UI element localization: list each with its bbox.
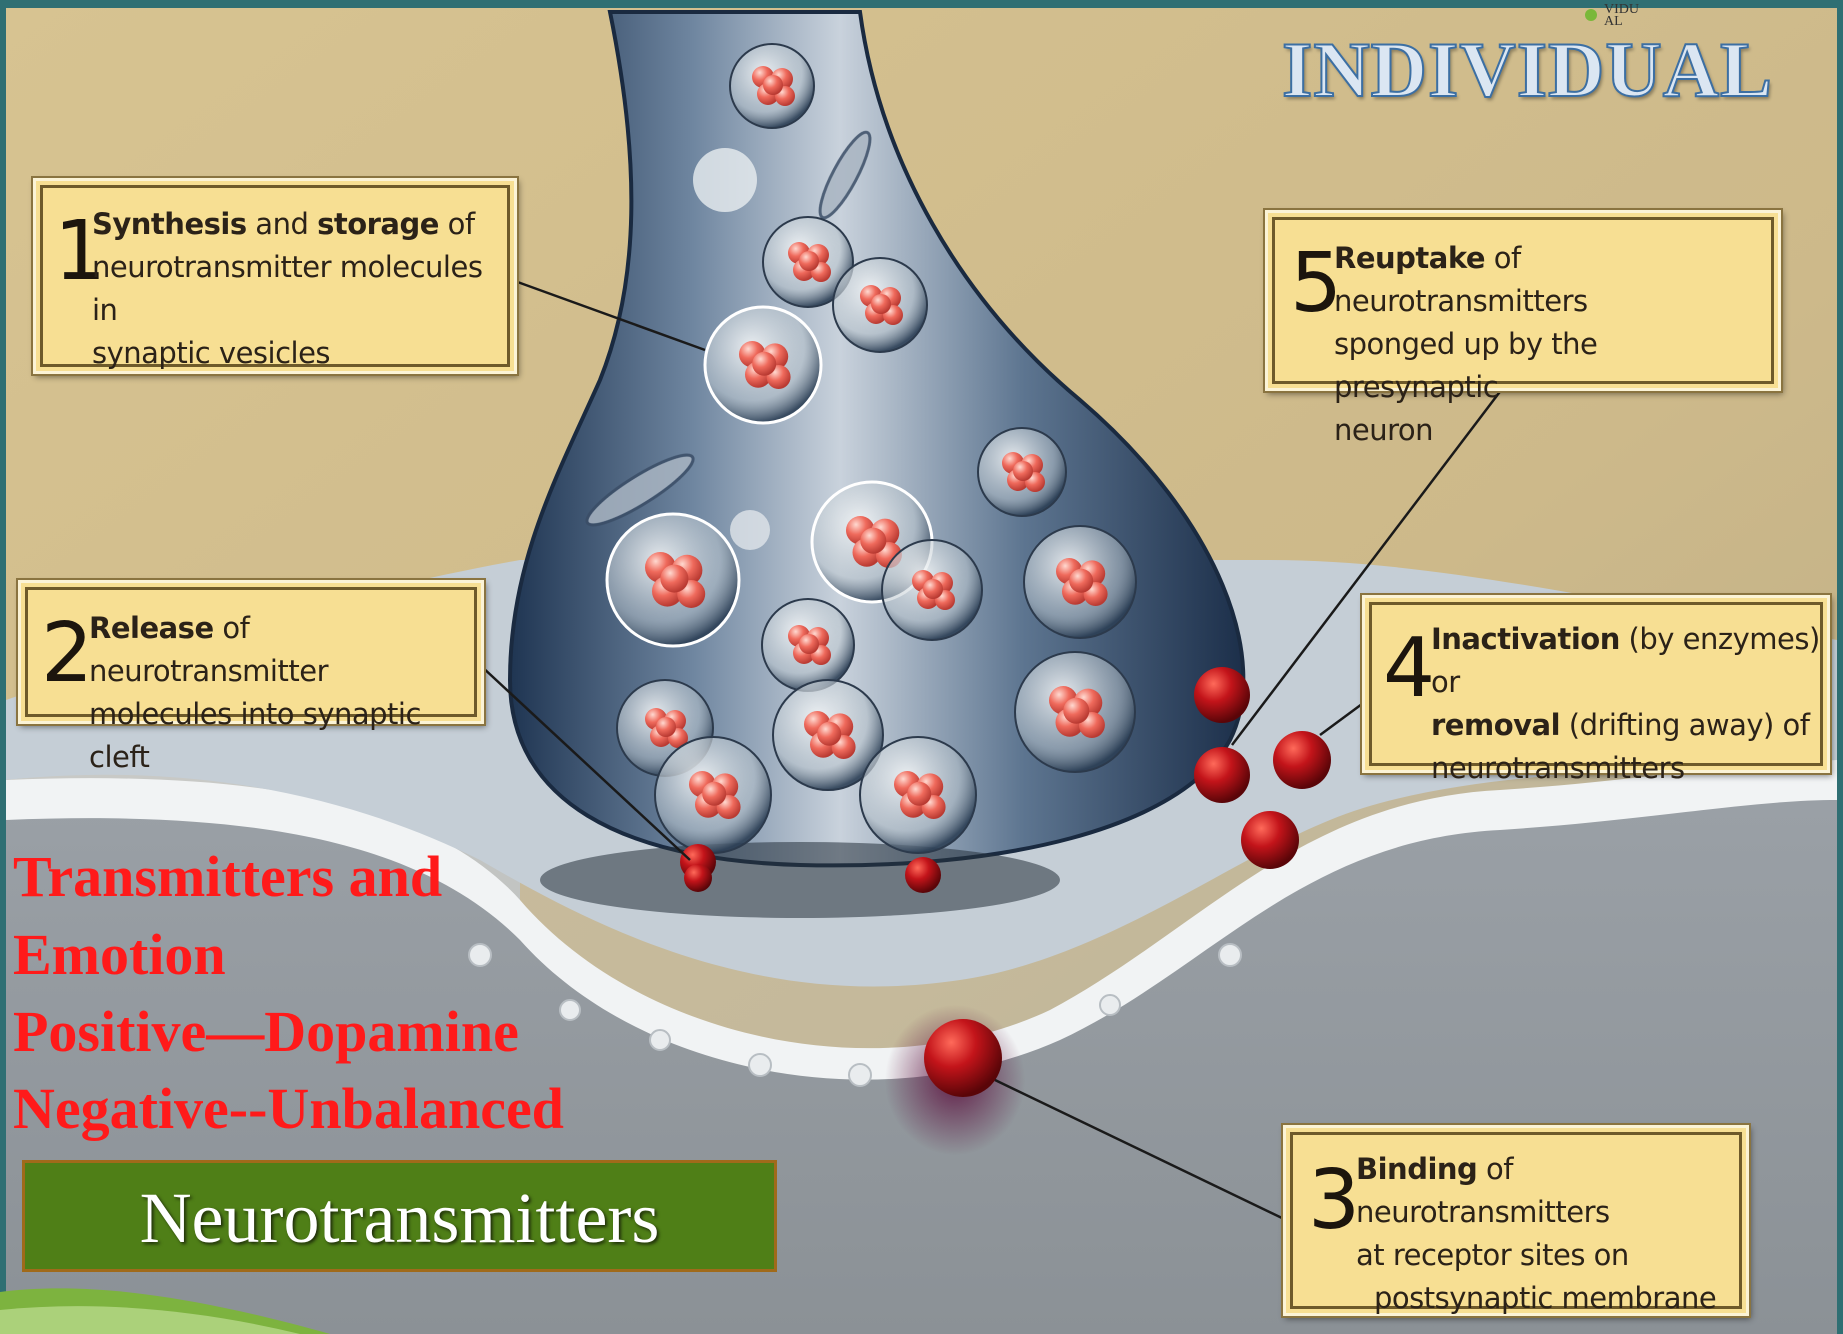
neurotransmitters-label-box: Neurotransmitters — [22, 1160, 777, 1272]
callout-binding: 3 Binding of neurotransmitters at recept… — [1283, 1125, 1749, 1316]
bullet-dot-icon — [1585, 9, 1597, 21]
overlay-line-2: Emotion — [13, 926, 226, 984]
callout-term: Inactivation — [1431, 622, 1620, 656]
callout-term: Release — [89, 611, 214, 645]
callout-term: Binding — [1356, 1152, 1477, 1186]
callout-term: Synthesis — [92, 207, 247, 241]
callout-text: postsynaptic membrane — [1356, 1277, 1736, 1320]
page-title: INDIVIDUAL — [1282, 25, 1773, 115]
callout-inactivation: 4 Inactivation (by enzymes) or removal (… — [1362, 595, 1830, 773]
callout-text: molecules into synaptic cleft — [89, 693, 469, 779]
overlay-line-3: Positive—Dopamine — [13, 1003, 519, 1061]
callout-text: of — [439, 207, 475, 241]
callout-term: storage — [317, 207, 439, 241]
callout-text: sponged up by the presynaptic — [1334, 323, 1770, 409]
callout-reuptake: 5 Reuptake of neurotransmitters sponged … — [1265, 210, 1781, 391]
neurotransmitters-label: Neurotransmitters — [25, 1177, 774, 1260]
callout-release: 2 Release of neurotransmitter molecules … — [18, 580, 484, 724]
callout-text: neuron — [1334, 409, 1770, 452]
callout-number: 3 — [1308, 1160, 1360, 1242]
callout-number: 4 — [1383, 628, 1435, 710]
callout-text: at receptor sites on — [1356, 1234, 1736, 1277]
callout-text: neurotransmitters — [1431, 747, 1823, 790]
callout-text: and — [247, 207, 318, 241]
callout-text: (drifting away) of — [1560, 708, 1809, 742]
callout-text: neurotransmitter molecules in — [92, 246, 502, 332]
overlay-line-1: Transmitters and — [13, 848, 442, 906]
callout-term: Reuptake — [1334, 241, 1485, 275]
callout-term: removal — [1431, 708, 1560, 742]
callout-number: 2 — [41, 613, 93, 695]
callout-text: synaptic vesicles — [92, 332, 502, 375]
overlay-line-4: Negative--Unbalanced — [13, 1080, 564, 1138]
callout-synthesis: 1 Synthesis and storage of neurotransmit… — [33, 178, 517, 374]
